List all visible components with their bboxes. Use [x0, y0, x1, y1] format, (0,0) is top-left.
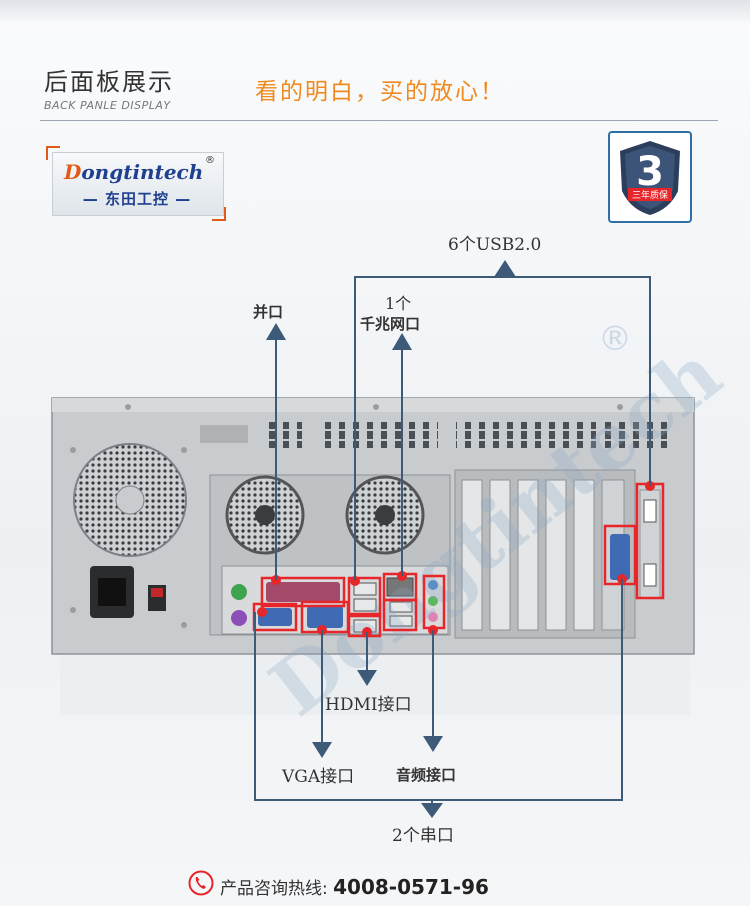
- usb-port: [389, 601, 413, 613]
- screw: [70, 447, 76, 453]
- shield-icon: 3 三年质保: [620, 141, 680, 215]
- logo-corner-decoration: [212, 207, 226, 221]
- callout-arrowheads: [266, 260, 516, 818]
- audio-jack: [428, 612, 438, 622]
- label-usb: 6个USB2.0: [448, 235, 542, 255]
- screw: [617, 404, 623, 410]
- audio-jack: [428, 580, 438, 590]
- warranty-badge: 3 三年质保: [608, 131, 692, 223]
- section-subtitle: BACK PANLE DISPLAY: [44, 99, 171, 112]
- screw: [70, 607, 76, 613]
- usb-port: [643, 563, 657, 587]
- ps2-port: [231, 584, 247, 600]
- chassis-reflection: [60, 655, 690, 715]
- chassis-top-lip: [52, 398, 694, 412]
- section-title: 后面板展示: [44, 68, 174, 96]
- vent-slots: [262, 422, 302, 448]
- parallel-port: [266, 582, 340, 602]
- label-lan-count: 1个: [385, 294, 412, 313]
- vent-slots: [456, 422, 596, 448]
- brand-logo-name: Dongtintech: [64, 160, 204, 184]
- vent-slots: [602, 422, 674, 448]
- warranty-digit: 3: [636, 149, 664, 195]
- vent-slots: [320, 422, 438, 448]
- phone-icon: [188, 870, 214, 896]
- usb-port: [643, 499, 657, 523]
- screw: [181, 447, 187, 453]
- hotline-number[interactable]: 4008-0571-96: [333, 875, 489, 899]
- label-parallel-port: 并口: [253, 303, 284, 321]
- screw: [181, 622, 187, 628]
- label-vga: VGA接口: [282, 767, 355, 787]
- brand-logo: [52, 152, 224, 216]
- audio-jack: [428, 596, 438, 606]
- screw: [125, 404, 131, 410]
- hotline: 产品咨询热线: 4008-0571-96: [220, 874, 489, 899]
- warranty-text: 三年质保: [632, 189, 668, 201]
- watermark-registered: ®: [598, 319, 632, 359]
- registered-mark: ®: [205, 155, 215, 166]
- hotline-label: 产品咨询热线:: [220, 879, 328, 899]
- slogan: 看的明白，买的放心！: [255, 79, 505, 105]
- psu-fan-hub: [115, 485, 145, 515]
- screw: [373, 404, 379, 410]
- top-banner-strip: [0, 0, 750, 22]
- key-slot: [200, 425, 248, 443]
- usb-port: [389, 615, 413, 627]
- label-serial: 2个串口: [392, 826, 454, 846]
- usb-port: [353, 598, 377, 612]
- label-hdmi: HDMI接口: [325, 695, 412, 715]
- usb-port: [353, 582, 377, 596]
- ps2-port: [231, 610, 247, 626]
- vga-port: [307, 606, 343, 628]
- label-lan: 千兆网口: [360, 315, 421, 333]
- section-divider: [40, 120, 718, 121]
- logo-corner-decoration: [46, 146, 60, 160]
- serial-card-port: [610, 534, 630, 580]
- label-audio: 音频接口: [396, 766, 457, 784]
- brand-logo-chinese: — 东田工控 —: [82, 190, 192, 208]
- expansion-slot-covers: [461, 479, 625, 631]
